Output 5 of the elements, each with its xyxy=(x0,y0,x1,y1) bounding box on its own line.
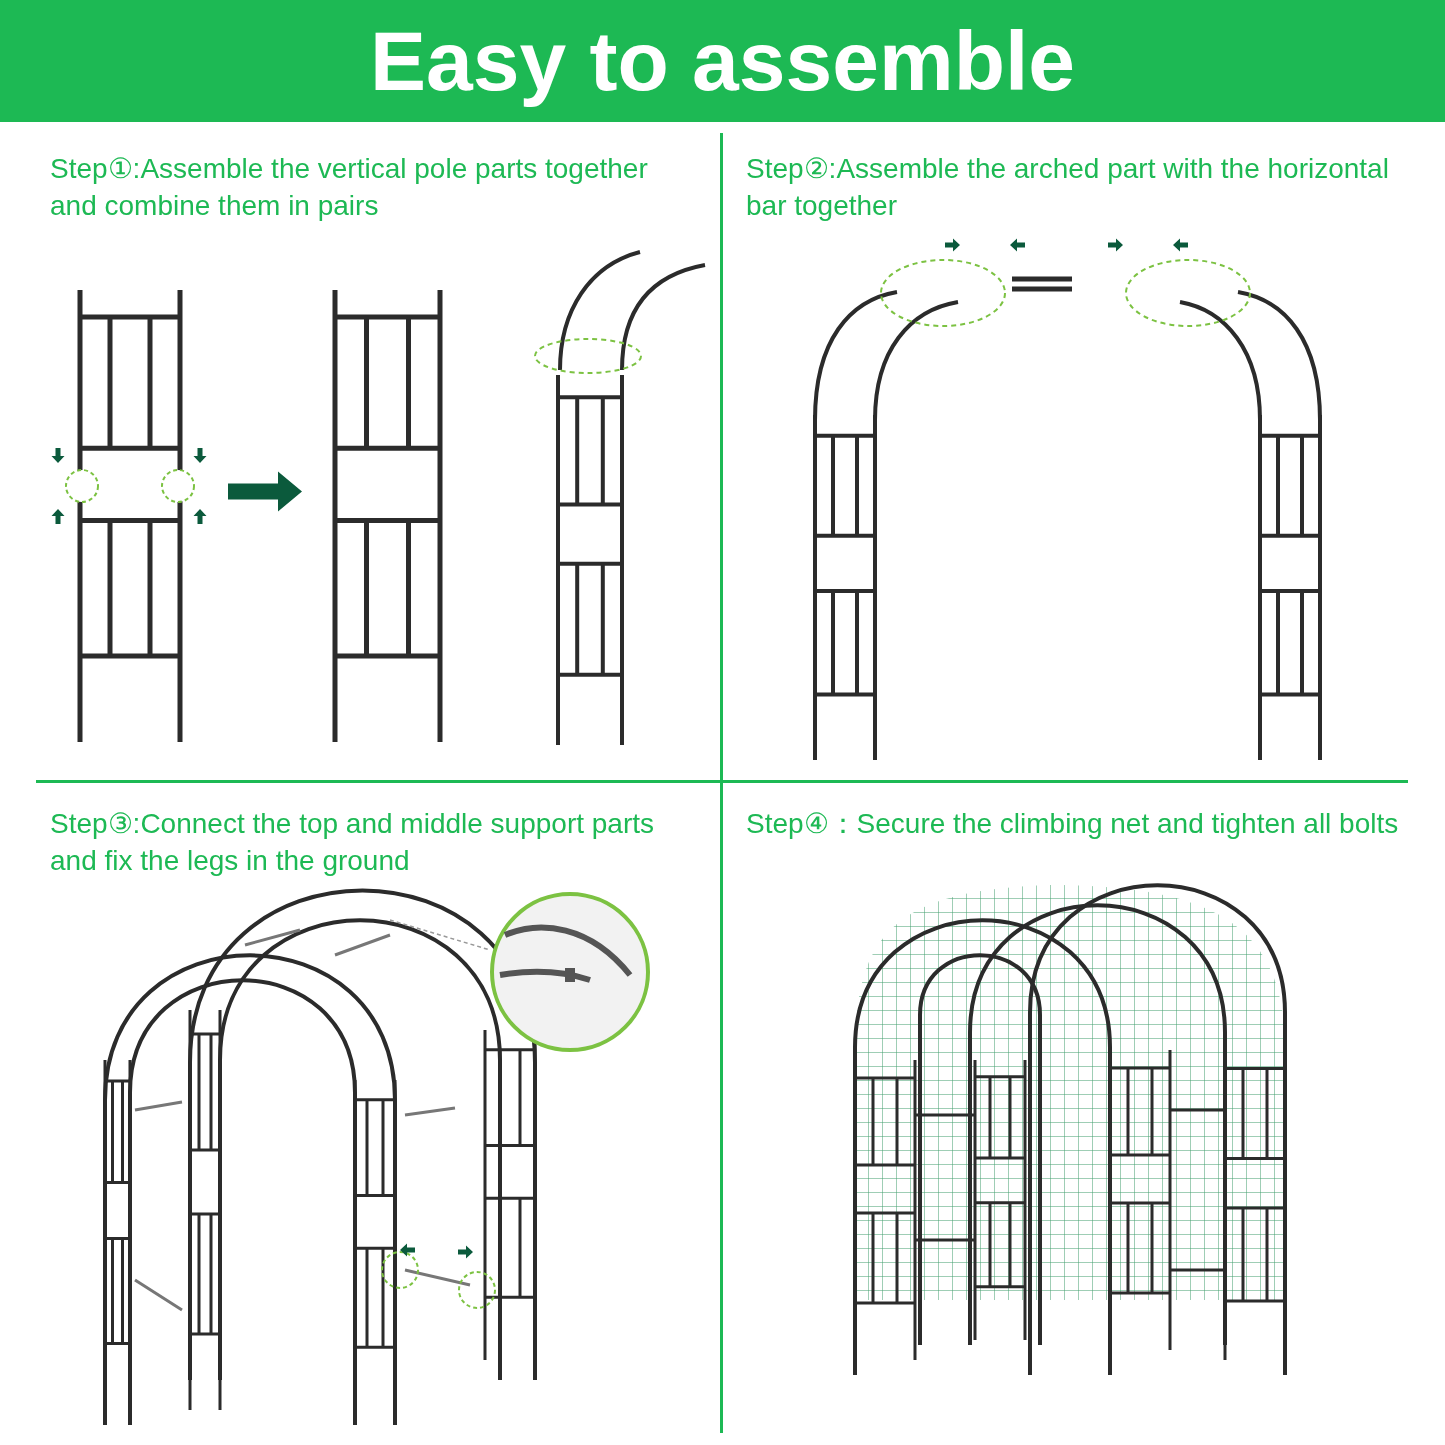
arrow xyxy=(228,471,302,512)
step-instruction: Step②:Assemble the arched part with the horizontal bar together xyxy=(746,152,1390,223)
step-instruction: Step①:Assemble the vertical pole parts together and combine them in pairs xyxy=(50,152,649,223)
step-instruction: Step④：Secure the climbing net and tighten all bolts xyxy=(746,807,1400,841)
step-instruction: Step③:Connect the top and middle support parts and fix the legs in the ground xyxy=(50,807,656,878)
